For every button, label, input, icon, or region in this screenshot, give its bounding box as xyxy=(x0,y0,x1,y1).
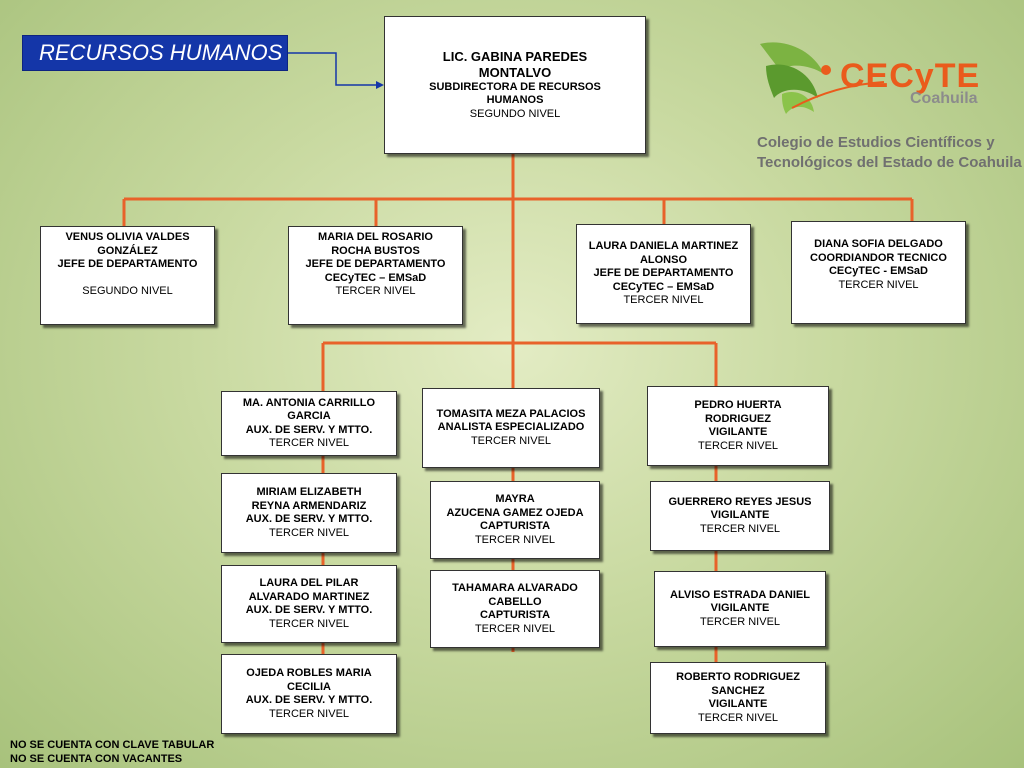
org-box-venus: VENUS OLIVIA VALDES GONZÁLEZ JEFE DE DEP… xyxy=(40,226,215,325)
left-1-role: AUX. DE SERV. Y MTTO. xyxy=(245,423,373,436)
diana-name: DIANA SOFIA DELGADO xyxy=(814,238,943,250)
left-3-name: LAURA DEL PILAR ALVARADO MARTINEZ xyxy=(248,577,370,603)
left-3-level: TERCER NIVEL xyxy=(268,617,350,630)
left-2-name: MIRIAM ELIZABETH REYNA ARMENDARIZ xyxy=(251,486,367,512)
right-3-name: ALVISO ESTRADA DANIEL xyxy=(670,588,810,601)
mid-3-level: TERCER NIVEL xyxy=(474,622,556,635)
diana-role: COORDIANDOR TECNICO CECyTEC - EMSaD xyxy=(810,251,947,278)
right-4-role: VIGILANTE xyxy=(708,698,768,710)
right-1-name: PEDRO HUERTA RODRIGUEZ xyxy=(694,399,782,425)
org-box-diana: DIANA SOFIA DELGADO COORDIANDOR TECNICO … xyxy=(791,221,966,324)
top-level: SEGUNDO NIVEL xyxy=(469,107,561,120)
org-box-maria: MARIA DEL ROSARIO ROCHA BUSTOS JEFE DE D… xyxy=(288,226,463,325)
title-arrow-head xyxy=(376,81,384,89)
right-4-name: ROBERTO RODRIGUEZ SANCHEZ xyxy=(676,671,800,697)
org-box-left-4: OJEDA ROBLES MARIA CECILIA AUX. DE SERV.… xyxy=(221,654,397,734)
mid-1-name: TOMASITA MEZA PALACIOS xyxy=(436,407,586,420)
left-2-role: AUX. DE SERV. Y MTTO. xyxy=(245,513,373,525)
laura-name: LAURA DANIELA MARTINEZ ALONSO xyxy=(588,240,739,266)
logo-brand: CECyTE xyxy=(840,57,981,95)
mid-2-level: TERCER NIVEL xyxy=(474,533,556,546)
right-3-level: TERCER NIVEL xyxy=(699,615,781,628)
maria-level: TERCER NIVEL xyxy=(335,285,416,297)
left-1-level: TERCER NIVEL xyxy=(268,437,350,449)
mid-2-name: MAYRA AZUCENA GAMEZ OJEDA xyxy=(446,493,584,519)
right-2-level: TERCER NIVEL xyxy=(699,522,781,535)
venus-level: SEGUNDO NIVEL xyxy=(82,284,173,297)
mid-1-level: TERCER NIVEL xyxy=(470,434,552,447)
org-box-laura: LAURA DANIELA MARTINEZ ALONSO JEFE DE DE… xyxy=(576,224,751,324)
footnote-1: NO SE CUENTA CON CLAVE TABULAR xyxy=(10,739,215,751)
org-box-right-2: GUERRERO REYES JESUS VIGILANTE TERCER NI… xyxy=(650,481,830,551)
right-4-level: TERCER NIVEL xyxy=(697,711,779,724)
maria-name: MARIA DEL ROSARIO ROCHA BUSTOS xyxy=(318,231,433,257)
org-box-left-1: MA. ANTONIA CARRILLO GARCIA AUX. DE SERV… xyxy=(221,391,397,456)
mid-3-role: CAPTURISTA xyxy=(479,609,551,621)
top-role: SUBDIRECTORA DE RECURSOS HUMANOS xyxy=(429,80,601,107)
right-1-role: VIGILANTE xyxy=(708,426,768,438)
left-4-level: TERCER NIVEL xyxy=(268,707,350,720)
mid-2-role: CAPTURISTA xyxy=(479,520,551,532)
mid-3-name: TAHAMARA ALVARADO CABELLO xyxy=(452,582,578,608)
org-box-right-3: ALVISO ESTRADA DANIEL VIGILANTE TERCER N… xyxy=(654,571,826,647)
laura-level: TERCER NIVEL xyxy=(623,294,704,307)
logo-subtitle-line-1: Colegio de Estudios Científicos y xyxy=(757,134,995,151)
right-3-role: VIGILANTE xyxy=(710,602,770,615)
cecyte-logo-icon xyxy=(760,42,885,114)
right-2-name: GUERRERO REYES JESUS xyxy=(668,495,812,508)
org-box-top: LIC. GABINA PAREDES MONTALVO SUBDIRECTOR… xyxy=(384,16,646,154)
org-box-mid-2: MAYRA AZUCENA GAMEZ OJEDA CAPTURISTA TER… xyxy=(430,481,600,559)
top-name-2: MONTALVO xyxy=(478,64,552,80)
left-3-role: AUX. DE SERV. Y MTTO. xyxy=(245,604,373,616)
org-box-mid-1: TOMASITA MEZA PALACIOS ANALISTA ESPECIAL… xyxy=(422,388,600,468)
left-4-role: AUX. DE SERV. Y MTTO. xyxy=(245,694,373,706)
org-box-left-2: MIRIAM ELIZABETH REYNA ARMENDARIZ AUX. D… xyxy=(221,473,397,553)
logo-region: Coahuila xyxy=(910,90,978,107)
right-1-level: TERCER NIVEL xyxy=(697,439,779,452)
logo-subtitle: Colegio de Estudios Científicos y Tecnol… xyxy=(757,133,1022,173)
org-box-right-1: PEDRO HUERTA RODRIGUEZ VIGILANTE TERCER … xyxy=(647,386,829,466)
org-box-left-3: LAURA DEL PILAR ALVARADO MARTINEZ AUX. D… xyxy=(221,565,397,643)
left-4-name: OJEDA ROBLES MARIA CECILIA xyxy=(246,667,372,693)
venus-role: JEFE DE DEPARTAMENTO xyxy=(57,258,198,270)
venus-name: VENUS OLIVIA VALDES GONZÁLEZ xyxy=(65,231,190,257)
page-title: RECURSOS HUMANOS xyxy=(22,35,288,71)
footnotes: NO SE CUENTA CON CLAVE TABULAR NO SE CUE… xyxy=(10,738,214,766)
org-box-right-4: ROBERTO RODRIGUEZ SANCHEZ VIGILANTE TERC… xyxy=(650,662,826,734)
right-2-role: VIGILANTE xyxy=(710,509,770,522)
diana-level: TERCER NIVEL xyxy=(838,278,919,291)
left-1-name: MA. ANTONIA CARRILLO GARCIA xyxy=(242,396,376,423)
maria-role: JEFE DE DEPARTAMENTO CECyTEC – EMSaD xyxy=(305,258,446,284)
laura-role: JEFE DE DEPARTAMENTO CECyTEC – EMSaD xyxy=(593,267,734,293)
org-box-mid-3: TAHAMARA ALVARADO CABELLO CAPTURISTA TER… xyxy=(430,570,600,648)
logo-subtitle-line-2: Tecnológicos del Estado de Coahuila xyxy=(757,154,1022,171)
title-arrow-line xyxy=(288,52,378,86)
top-name-1: LIC. GABINA PAREDES xyxy=(442,48,588,64)
mid-1-role: ANALISTA ESPECIALIZADO xyxy=(437,421,585,434)
left-2-level: TERCER NIVEL xyxy=(268,526,350,539)
footnote-2: NO SE CUENTA CON VACANTES xyxy=(10,753,183,765)
